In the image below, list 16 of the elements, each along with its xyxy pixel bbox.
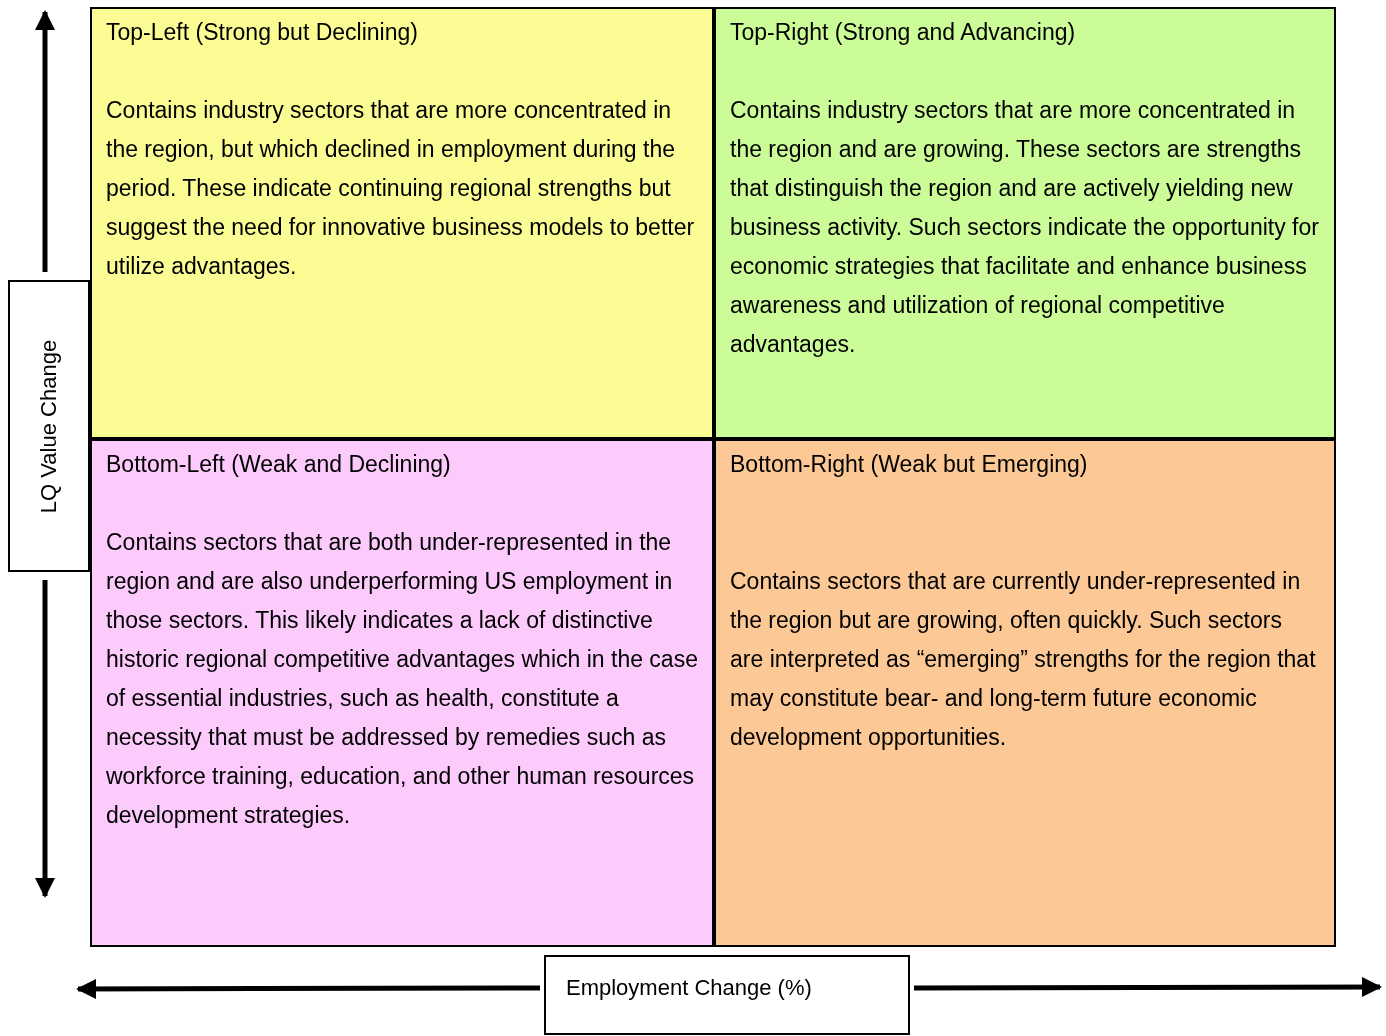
- quadrant-box: [90, 7, 714, 439]
- quadrant-heading: Top-Right (Strong and Advancing): [730, 18, 1077, 47]
- axis-label: Employment Change (%): [566, 974, 812, 1002]
- axis-label: LQ Value Change: [35, 339, 63, 513]
- quadrant-box: [90, 439, 714, 947]
- quadrant-description: Contains industry sectors that are more concentrated in the region, but which declined in employment during the period. These indicate continuing regional strengths but suggest the need for innovative business models to better utilize advantages.: [106, 96, 696, 281]
- quadrant-box: [714, 7, 1336, 439]
- quadrant-description: Contains sectors that are both under-represented in the region and are also underperforming US employment in those sectors. This likely indicates a lack of distinctive historic regional competitive advantages which in the case of essential industries, such as health, constitute a necessity that must be addressed by remedies such as workforce training, education, and other human resources development strategies.: [106, 528, 698, 830]
- quadrant-heading: Top-Left (Strong but Declining): [106, 18, 419, 47]
- quadrant-heading: Bottom-Right (Weak but Emerging): [730, 450, 1089, 479]
- axis-label-box: [544, 955, 910, 1035]
- quadrant-description: Contains sectors that are currently under-represented in the region but are growing, often quickly. Such sectors are interpreted as “emerging” strengths for the region that may constitute bear- and long-term future economic development opportunities.: [730, 567, 1317, 752]
- axis-label-box: [8, 280, 90, 572]
- quadrant-heading: Bottom-Left (Weak and Declining): [106, 450, 452, 479]
- quadrant-box: [714, 439, 1336, 947]
- quadrant-description: Contains industry sectors that are more concentrated in the region and are growing. These sectors are strengths that distinguish the region and are actively yielding new business activity. Such sectors indicate the opportunity for economic strategies that facilitate and enhance business awareness and utilization of regional competitive advantages.: [730, 96, 1320, 359]
